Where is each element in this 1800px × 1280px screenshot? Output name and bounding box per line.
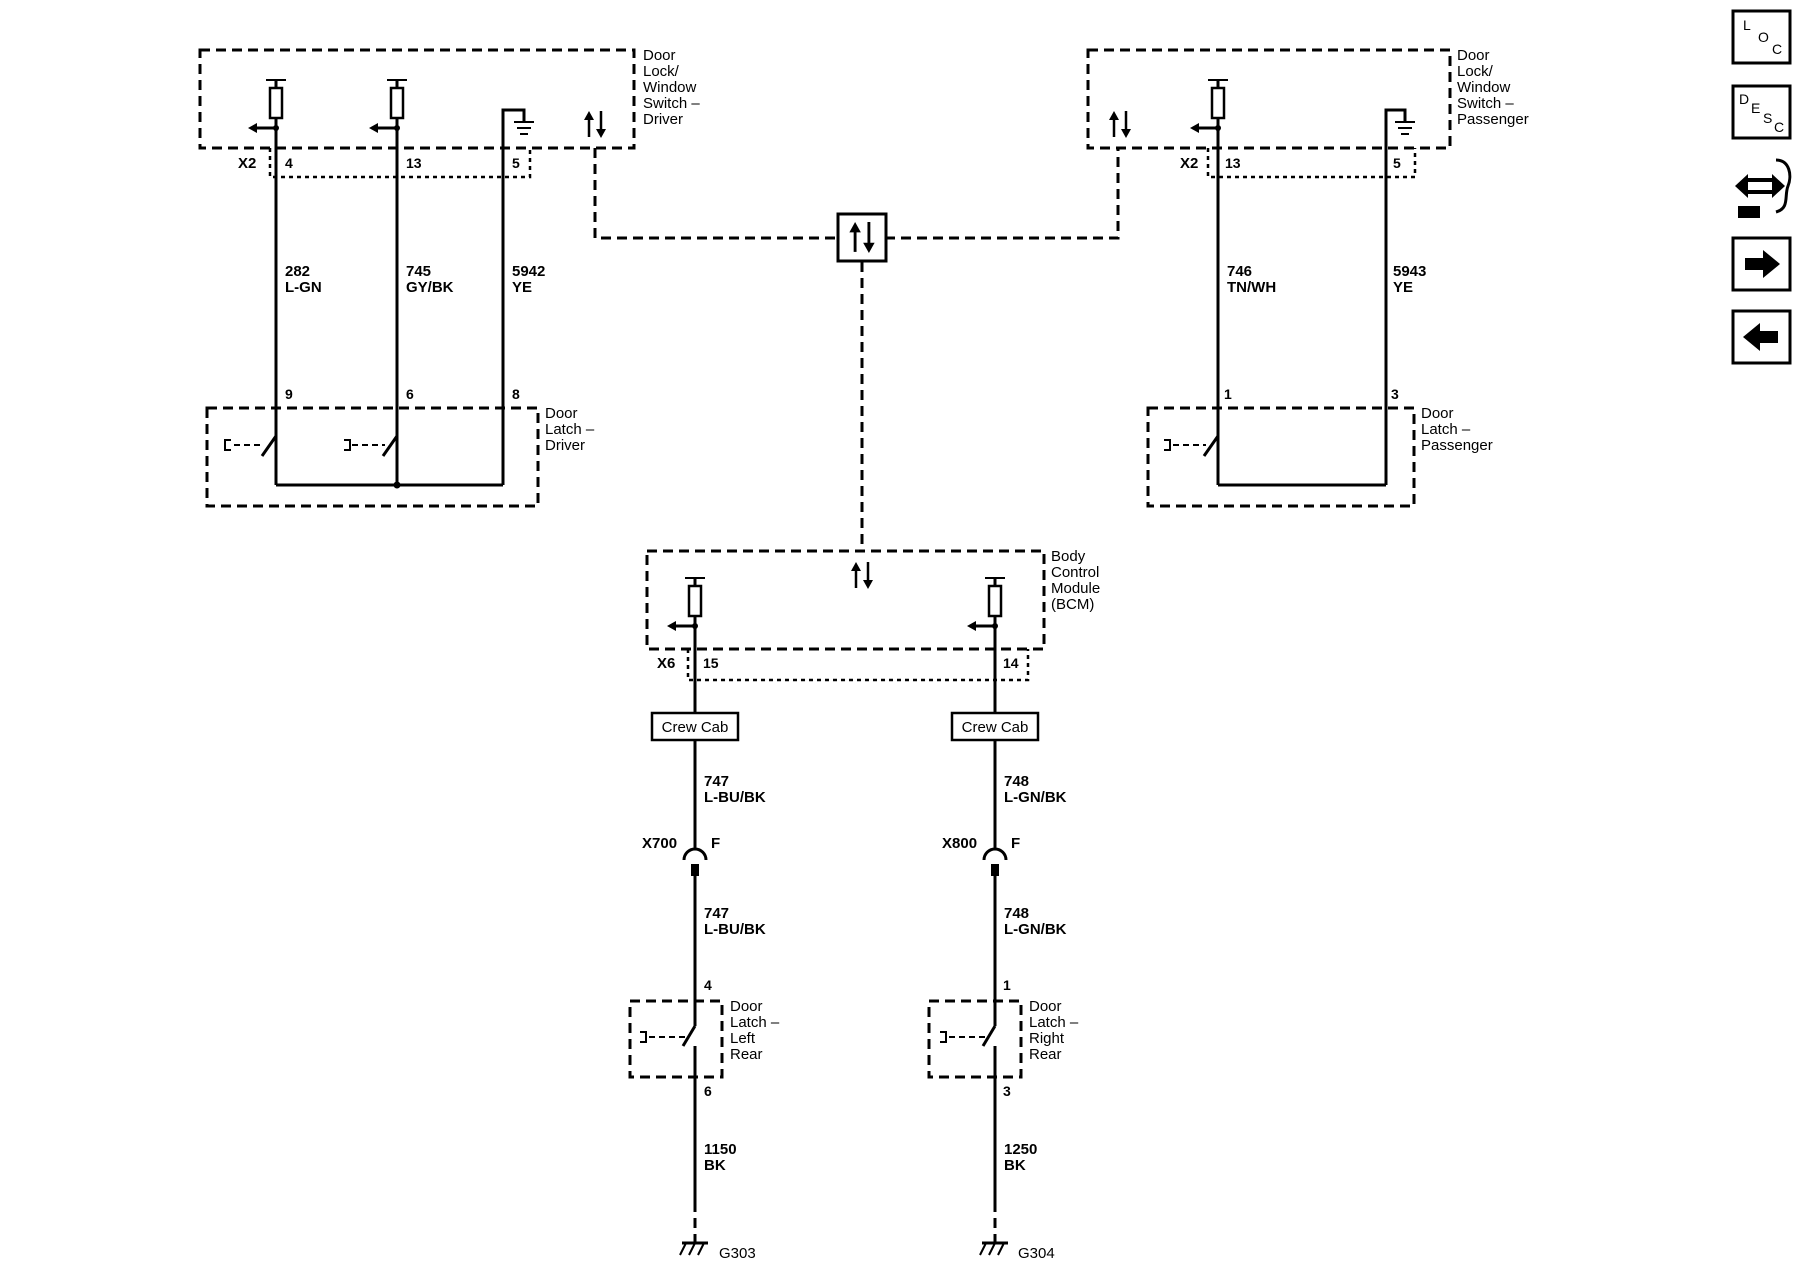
driver-switch-connector-dotted [268,148,532,179]
passenger-switch: Door Lock/ Window Switch – Passenger X2 … [1086,47,1529,179]
wire-circuit-label: 746 [1227,263,1252,280]
wire-circuit-label: 5943 [1393,263,1426,280]
pin-label: 6 [704,1083,712,1099]
pin-label: 6 [406,386,414,402]
wire-color-label: GY/BK [406,279,454,296]
svg-text:D: D [1739,91,1749,107]
right-rear-latch-name: Door Latch – Right Rear [1029,998,1082,1063]
wire-color-label: BK [1004,1157,1026,1174]
inline-connector-id: X800 [942,835,977,852]
passenger-wires: 746 TN/WH 5943 YE 1 3 [1216,128,1426,485]
loc-button[interactable]: L O C [1731,9,1792,65]
pin-label: 1 [1003,977,1011,993]
passenger-switch-name: Door Lock/ Window Switch – Passenger [1457,47,1529,128]
wire-circuit-label: 748 [1004,905,1029,922]
wire-color-label: YE [1393,279,1413,296]
wire-color-label: L-BU/BK [704,789,766,806]
serial-data-symbol [836,212,888,263]
pin-label: 13 [1225,155,1241,171]
inline-connector-left [682,847,708,861]
pin-label: 15 [703,655,719,671]
pin-label: 13 [406,155,422,171]
connector-list-icon[interactable] [1735,158,1792,218]
pin-label: 5 [1393,155,1401,171]
wire-circuit-label: 5942 [512,263,545,280]
driver-switch: Door Lock/ Window Switch – Driver X2 4 1… [198,47,704,179]
bcm-connector-id: X6 [657,655,675,672]
ground-label: G303 [719,1245,756,1262]
wire-circuit-label: 1150 [704,1141,737,1158]
left-rear-latch-name: Door Latch – Left Rear [730,998,783,1063]
wire-color-label: TN/WH [1227,279,1276,296]
left-rear-circuit: Crew Cab 747 L-BU/BK X700 F 747 L-BU/BK … [628,626,783,1262]
wire-color-label: YE [512,279,532,296]
wire-color-label: L-GN/BK [1004,789,1067,806]
body-control-module: Body Control Module (BCM) X6 15 14 [645,548,1104,682]
desc-button[interactable]: D E S C [1731,84,1792,140]
serial-data-network [593,148,1120,548]
pin-label: 4 [704,977,712,993]
wire-circuit-label: 1250 [1004,1141,1037,1158]
pin-label: 1 [1224,386,1232,402]
wire-circuit-label: 748 [1004,773,1029,790]
next-arrow-icon[interactable] [1731,236,1792,292]
pin-label: 8 [512,386,520,402]
option-label: Crew Cab [662,719,729,736]
passenger-latch-name: Door Latch – Passenger [1421,405,1493,454]
option-box [950,711,1040,742]
bcm-name: Body Control Module (BCM) [1051,548,1104,613]
ground-label: G304 [1018,1245,1055,1262]
driver-switch-name: Door Lock/ Window Switch – Driver [643,47,704,128]
wire-circuit-label: 745 [406,263,431,280]
wire-circuit-label: 747 [704,905,729,922]
svg-text:C: C [1772,41,1782,57]
wire-circuit-label: 282 [285,263,310,280]
inline-connector-right [982,847,1008,861]
driver-wires: 282 L-GN 745 GY/BK 5942 YE 9 6 8 [274,128,545,485]
driver-switch-connector-id: X2 [238,155,256,172]
svg-text:O: O [1758,29,1769,45]
wire-color-label: BK [704,1157,726,1174]
wire-circuit-label: 747 [704,773,729,790]
driver-latch-name: Door Latch – Driver [545,405,598,454]
svg-text:S: S [1763,110,1772,126]
inline-connector-side: F [1011,835,1020,852]
previous-arrow-icon[interactable] [1731,309,1792,365]
svg-text:C: C [1774,119,1784,135]
option-label: Crew Cab [962,719,1029,736]
pin-label: 3 [1003,1083,1011,1099]
wire-color-label: L-GN/BK [1004,921,1067,938]
driver-latch: Door Latch – Driver [205,405,598,508]
passenger-latch: Door Latch – Passenger [1146,405,1493,508]
svg-text:L: L [1743,17,1751,33]
wire-color-label: L-GN [285,279,322,296]
svg-text:E: E [1751,100,1760,116]
pin-label: 4 [285,155,293,171]
wire-color-label: L-BU/BK [704,921,766,938]
passenger-switch-connector-id: X2 [1180,155,1198,172]
right-rear-circuit: Crew Cab 748 L-GN/BK X800 F 748 L-GN/BK … [927,626,1082,1262]
inline-connector-id: X700 [642,835,677,852]
pin-label: 3 [1391,386,1399,402]
inline-connector-side: F [711,835,720,852]
pin-label: 14 [1003,655,1019,671]
pin-label: 9 [285,386,293,402]
pin-label: 5 [512,155,520,171]
